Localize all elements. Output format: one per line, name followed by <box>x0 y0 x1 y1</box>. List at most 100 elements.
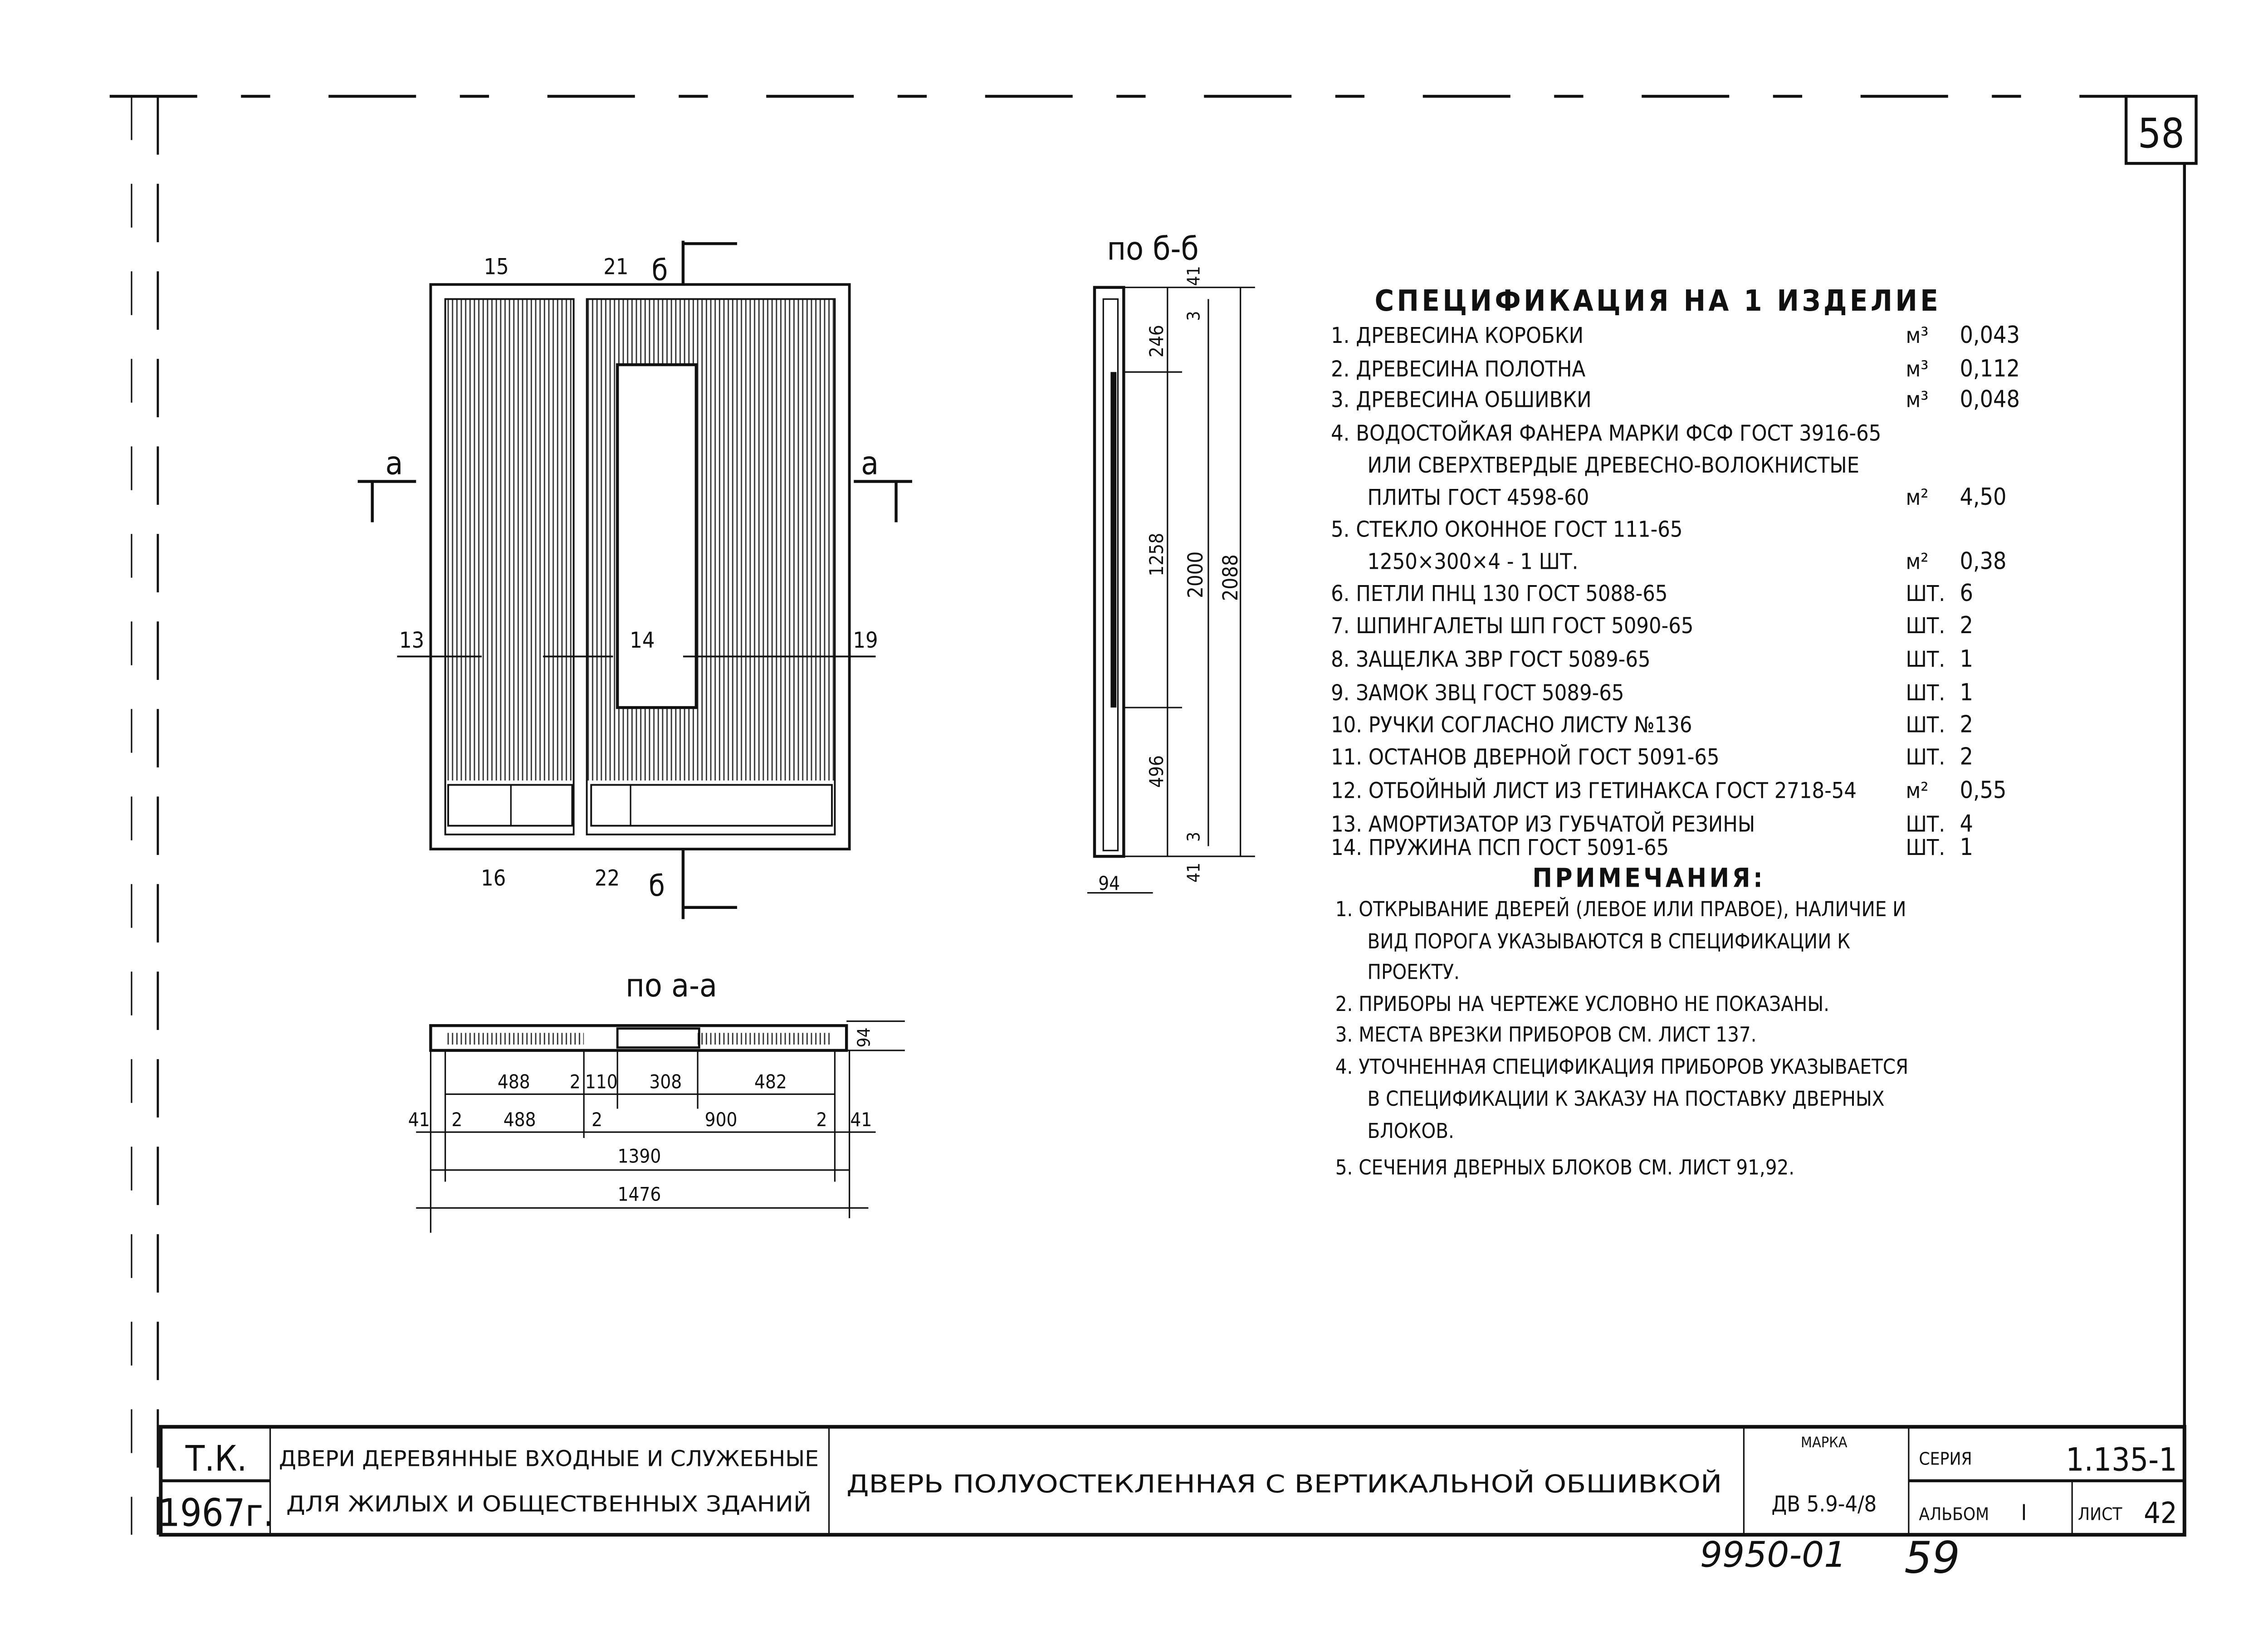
section-marker-a-right: а <box>854 444 912 522</box>
svg-text:СЕРИЯ: СЕРИЯ <box>1919 1449 1972 1469</box>
svg-text:900: 900 <box>705 1108 738 1131</box>
spec-item-unit: ШТ. <box>1906 613 1945 639</box>
spec-item-text: 7. ШПИНГАЛЕТЫ ШП ГОСТ 5090-65 <box>1331 613 1693 639</box>
sheet-number-box: 58 <box>2124 95 2198 165</box>
note-line: БЛОКОВ. <box>1368 1119 1454 1143</box>
section-bb-title: по б-б <box>1107 230 1199 268</box>
spec-item-unit: ШТ. <box>1906 581 1945 606</box>
spec-item-text: 3. ДРЕВЕСИНА ОБШИВКИ <box>1331 387 1592 412</box>
svg-text:41: 41 <box>850 1108 872 1131</box>
spec-item-qty: 4,50 <box>1960 483 2006 511</box>
spec-item-unit: м² <box>1906 485 1928 510</box>
spec-item-qty: 4 <box>1960 810 1973 837</box>
spec-item-qty: 1 <box>1960 679 1973 706</box>
note-line: 4. УТОЧНЕННАЯ СПЕЦИФИКАЦИЯ ПРИБОРОВ УКАЗ… <box>1335 1054 1908 1079</box>
dim-label: 14 <box>630 628 655 653</box>
spec-item-unit: м² <box>1906 778 1928 803</box>
spec-item-unit: ШТ. <box>1906 680 1945 706</box>
group-title-line1: ДВЕРИ ДЕРЕВЯННЫЕ ВХОДНЫЕ И СЛУЖЕБНЫЕ <box>279 1446 819 1472</box>
dim-label: 22 <box>595 865 620 891</box>
svg-text:2088: 2088 <box>1218 554 1242 601</box>
svg-text:а: а <box>386 444 403 482</box>
section-marker-a-left: а <box>357 444 416 522</box>
note-line: 5. СЕЧЕНИЯ ДВЕРНЫХ БЛОКОВ СМ. ЛИСТ 91,92… <box>1335 1155 1794 1179</box>
svg-text:41: 41 <box>1184 266 1204 286</box>
section-marker-b-top: б <box>652 240 737 288</box>
svg-text:94: 94 <box>854 1027 875 1047</box>
spec-item-unit: м³ <box>1906 323 1928 348</box>
spec-title: СПЕЦИФИКАЦИЯ НА 1 ИЗДЕЛИЕ <box>1375 284 1941 318</box>
spec-item-text: ИЛИ СВЕРХТВЕРДЫЕ ДРЕВЕСНО-ВОЛОКНИСТЫЕ <box>1368 453 1860 478</box>
svg-text:496: 496 <box>1145 755 1168 788</box>
specification: СПЕЦИФИКАЦИЯ НА 1 ИЗДЕЛИЕ 1. ДРЕВЕСИНА К… <box>1331 284 2020 861</box>
spec-item-qty: 2 <box>1960 711 1973 738</box>
svg-text:ЛИСТ: ЛИСТ <box>2078 1504 2122 1525</box>
spec-item-unit: ШТ. <box>1906 811 1945 837</box>
dim-label: 13 <box>399 628 424 653</box>
svg-text:б: б <box>649 869 665 903</box>
spec-item-unit: ШТ. <box>1906 835 1945 860</box>
section-aa: по а-а 94 488 2 110 308 482 41 2 488 2 9… <box>408 967 905 1233</box>
svg-text:2: 2 <box>816 1108 827 1131</box>
svg-text:246: 246 <box>1145 325 1168 357</box>
dim-label: 21 <box>603 254 628 280</box>
title-block: Т.К. 1967г. ДВЕРИ ДЕРЕВЯННЫЕ ВХОДНЫЕ И С… <box>158 1425 2186 1537</box>
section-bb: по б-б 41 3 246 1258 2000 2088 496 3 41 … <box>1087 230 1255 894</box>
spec-item-text: ПЛИТЫ ГОСТ 4598-60 <box>1368 485 1589 510</box>
spec-item-qty: 1 <box>1960 834 1973 861</box>
spec-item-qty: 1 <box>1960 645 1973 673</box>
dim-label: 15 <box>484 254 509 280</box>
note-line: ПРОЕКТУ. <box>1368 960 1460 984</box>
org: Т.К. <box>185 1438 247 1479</box>
spec-item-text: 12. ОТБОЙНЫЙ ЛИСТ ИЗ ГЕТИНАКСА ГОСТ 2718… <box>1331 777 1857 803</box>
svg-text:488: 488 <box>498 1071 530 1093</box>
svg-text:1258: 1258 <box>1145 533 1168 576</box>
spec-item-unit: м² <box>1906 549 1928 574</box>
handwritten-page: 59 <box>1904 1532 1960 1583</box>
group-title-line2: ДЛЯ ЖИЛЫХ И ОБЩЕСТВЕННЫХ ЗДАНИЙ <box>286 1491 811 1517</box>
sheet: 42 <box>2144 1496 2177 1530</box>
spec-item-text: 1. ДРЕВЕСИНА КОРОБКИ <box>1331 323 1584 348</box>
spec-item-text: 2. ДРЕВЕСИНА ПОЛОТНА <box>1331 356 1585 382</box>
section-aa-title: по а-а <box>626 967 717 1004</box>
spec-item-unit: ШТ. <box>1906 745 1945 770</box>
handwritten-code: 9950-01 <box>1700 1535 1847 1576</box>
svg-text:2000: 2000 <box>1183 552 1207 598</box>
glass-panel <box>616 363 698 709</box>
svg-text:482: 482 <box>754 1071 787 1093</box>
spec-item-qty: 0,048 <box>1960 386 2019 413</box>
spec-item-qty: 0,112 <box>1960 355 2019 382</box>
door-elevation: 15 21 13 14 19 16 22 б б а а <box>357 240 912 919</box>
spec-item-text: 8. ЗАЩЕЛКА ЗВР ГОСТ 5089-65 <box>1331 647 1650 672</box>
spec-item-unit: м³ <box>1906 356 1928 382</box>
notes-title: ПРИМЕЧАНИЯ: <box>1532 863 1765 893</box>
svg-text:3: 3 <box>1184 311 1204 321</box>
spec-item-qty: 0,38 <box>1960 547 2006 575</box>
svg-text:488: 488 <box>503 1108 536 1131</box>
note-line: 2. ПРИБОРЫ НА ЧЕРТЕЖЕ УСЛОВНО НЕ ПОКАЗАН… <box>1335 992 1829 1016</box>
album: I <box>2021 1500 2027 1526</box>
spec-item-qty: 0,55 <box>1960 776 2006 804</box>
svg-text:41: 41 <box>408 1108 430 1131</box>
spec-item-qty: 6 <box>1960 580 1973 607</box>
spec-item-text: 10. РУЧКИ СОГЛАСНО ЛИСТУ №136 <box>1331 713 1692 738</box>
year: 1967г. <box>158 1491 274 1535</box>
svg-text:АЛЬБОМ: АЛЬБОМ <box>1919 1504 1989 1525</box>
mark: ДВ 5.9-4/8 <box>1771 1491 1877 1517</box>
dim-label: 19 <box>853 628 878 653</box>
dim-label: 16 <box>481 865 506 891</box>
svg-text:а: а <box>861 444 879 482</box>
series: 1.135-1 <box>2066 1440 2177 1478</box>
svg-text:МАРКА: МАРКА <box>1801 1434 1848 1451</box>
spec-item-qty: 2 <box>1960 612 1973 639</box>
notes: ПРИМЕЧАНИЯ: 1. ОТКРЫВАНИЕ ДВЕРЕЙ (ЛЕВОЕ … <box>1335 863 1908 1180</box>
svg-text:94: 94 <box>1098 872 1120 894</box>
svg-text:1390: 1390 <box>618 1145 661 1167</box>
spec-item-qty: 2 <box>1960 743 1973 771</box>
spec-item-unit: ШТ. <box>1906 713 1945 738</box>
svg-text:308: 308 <box>649 1071 682 1093</box>
spec-item-text: 5. СТЕКЛО ОКОННОЕ ГОСТ 111-65 <box>1331 517 1682 542</box>
note-line: ВИД ПОРОГА УКАЗЫВАЮТСЯ В СПЕЦИФИКАЦИИ К <box>1368 929 1850 953</box>
svg-text:1476: 1476 <box>618 1183 661 1205</box>
